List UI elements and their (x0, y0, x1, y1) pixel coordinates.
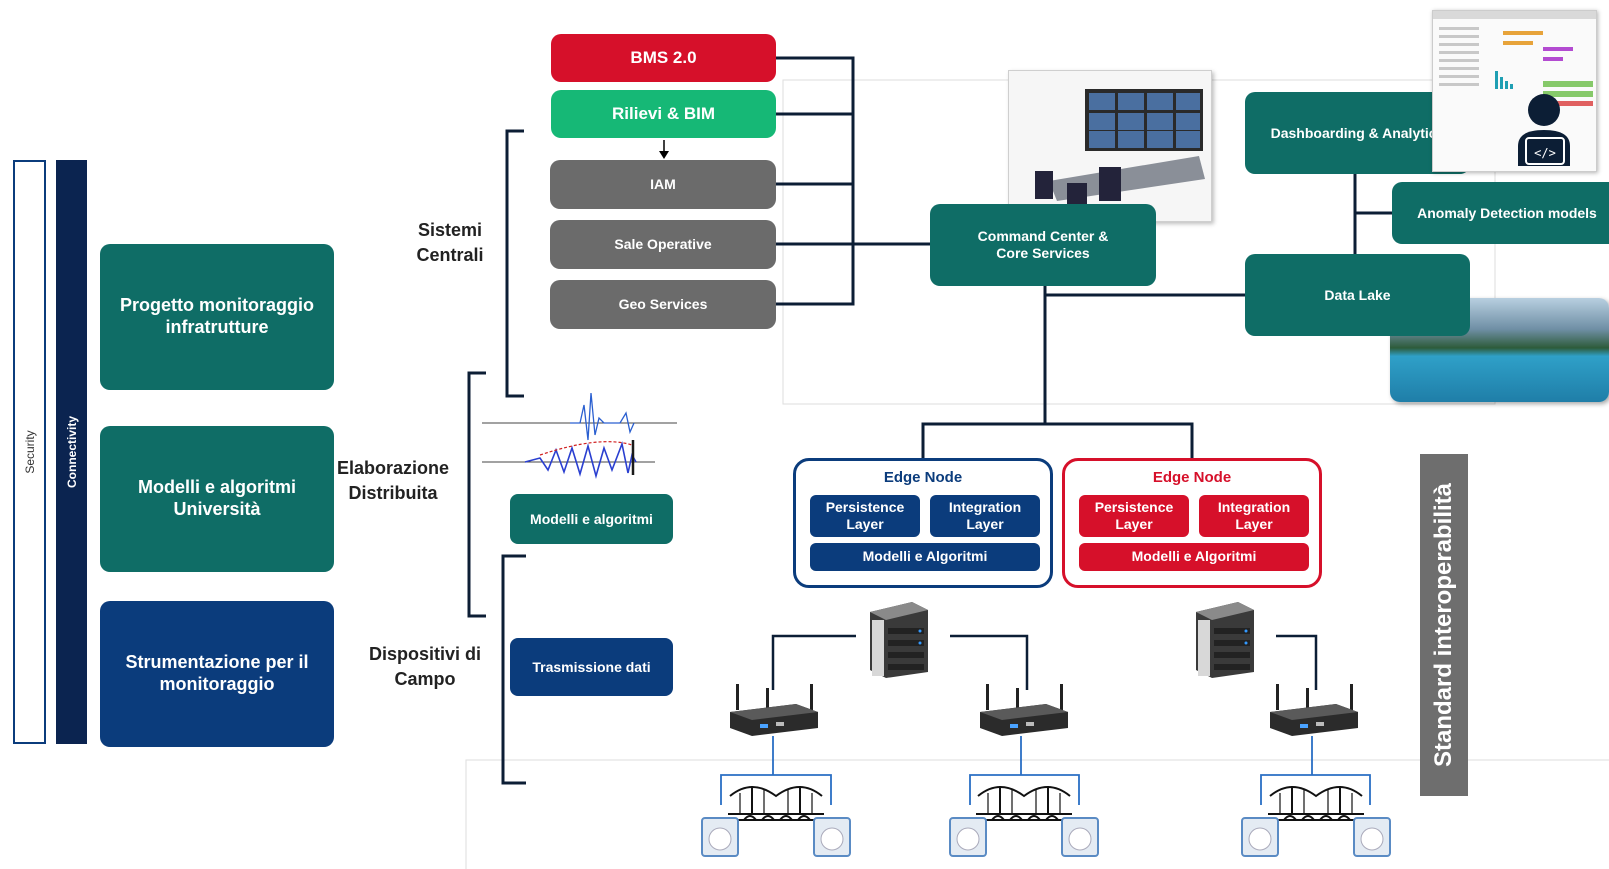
control-room-illustration (1035, 89, 1205, 213)
dashboard-screenshot-illustration (1433, 11, 1596, 106)
left-block-strumentazione[interactable]: Strumentazione per il monitoraggio (100, 601, 334, 747)
sensor-icon (1241, 817, 1279, 857)
sensor-icon (701, 817, 739, 857)
developer-icon-svg: </> (1518, 94, 1570, 166)
rilievi-label: Rilievi & BIM (612, 103, 715, 123)
bridge-sensor-group (1240, 776, 1392, 858)
iam-label: IAM (650, 176, 676, 193)
standard-interoperabilita-bar: Standard interoperabilità (1420, 454, 1468, 796)
trasmissione-dati-box[interactable]: Trasmissione dati (510, 638, 673, 696)
sensor-icon (949, 817, 987, 857)
edge-node-blue-models: Modelli e Algoritmi (810, 543, 1040, 571)
sensor-icon (1061, 817, 1099, 857)
data-lake-label: Data Lake (1324, 286, 1391, 303)
command-center-label: Command Center & Core Services (977, 228, 1109, 261)
rilievi-box[interactable]: Rilievi & BIM (551, 90, 776, 138)
iam-box[interactable]: IAM (550, 160, 776, 209)
anomaly-detection-box[interactable]: Anomaly Detection models (1392, 182, 1609, 244)
edge-node-red-persistence: Persistence Layer (1079, 495, 1189, 537)
bridge-sensor-svg (701, 786, 851, 857)
connectivity-bar: Connectivity (56, 160, 87, 744)
data-lake-box[interactable]: Data Lake (1245, 254, 1470, 336)
edge-node-blue[interactable]: Edge Node Persistence Layer Integration … (793, 458, 1053, 588)
developer-icon: </> (1510, 92, 1588, 170)
bridge-sensor-group (700, 776, 852, 858)
left-block-modelli-label: Modelli e algoritmi Università (137, 477, 297, 519)
server-icon-svg (870, 602, 928, 678)
section-label-field: Dispositivi di Campo (368, 644, 482, 690)
router-icon-svg (1270, 684, 1358, 736)
router-icon-svg (980, 684, 1068, 736)
anomaly-detection-label: Anomaly Detection models (1417, 204, 1597, 221)
edge-node-red-models: Modelli e Algoritmi (1079, 543, 1309, 571)
control-room-image (1008, 70, 1212, 222)
edge-node-red-integration: Integration Layer (1199, 495, 1309, 537)
modelli-algoritmi-box[interactable]: Modelli e algoritmi (510, 494, 673, 544)
router-icon (976, 682, 1072, 738)
geo-services-label: Geo Services (618, 296, 708, 313)
bridge-icon (728, 786, 824, 821)
section-label-distributed: Elaborazione Distribuita (336, 458, 450, 504)
edge-node-red-title: Edge Node (1152, 469, 1232, 486)
bridge-sensor-svg (949, 786, 1099, 857)
bms-box[interactable]: BMS 2.0 (551, 34, 776, 82)
router-icon (726, 682, 822, 738)
connectivity-label: Connectivity (64, 415, 79, 489)
security-label: Security (22, 430, 37, 474)
server-icon (1188, 598, 1260, 680)
edge-node-red[interactable]: Edge Node Persistence Layer Integration … (1062, 458, 1322, 588)
section-label-central: Sistemi Centrali (416, 220, 484, 266)
command-center-box[interactable]: Command Center & Core Services (930, 204, 1156, 286)
sensor-icon (1353, 817, 1391, 857)
edge-node-blue-title: Edge Node (883, 469, 963, 486)
svg-text:</>: </> (1534, 146, 1556, 160)
left-block-progetto-label: Progetto monitoraggio infratrutture (120, 295, 314, 337)
bridge-icon (976, 786, 1072, 821)
dashboarding-label: Dashboarding & Analytics (1270, 124, 1445, 141)
edge-node-blue-integration: Integration Layer (930, 495, 1040, 537)
left-block-progetto[interactable]: Progetto monitoraggio infratrutture (100, 244, 334, 390)
trasmissione-dati-label: Trasmissione dati (532, 658, 651, 675)
server-icon-svg (1196, 602, 1254, 678)
bridge-sensor-svg (1241, 786, 1391, 857)
edge-node-blue-persistence: Persistence Layer (810, 495, 920, 537)
bridge-icon (1268, 786, 1364, 821)
bridge-sensor-group (948, 776, 1100, 858)
server-icon (862, 598, 934, 680)
left-block-strumentazione-label: Strumentazione per il monitoraggio (125, 652, 309, 694)
left-block-modelli[interactable]: Modelli e algoritmi Università (100, 426, 334, 572)
bms-label: BMS 2.0 (630, 47, 697, 67)
modelli-algoritmi-label: Modelli e algoritmi (530, 510, 653, 527)
router-icon-svg (730, 684, 818, 736)
security-bar: Security (13, 160, 46, 744)
sensor-icon (813, 817, 851, 857)
router-icon (1266, 682, 1362, 738)
standard-interoperabilita-label: Standard interoperabilità (1430, 482, 1457, 768)
sale-operative-label: Sale Operative (614, 236, 712, 253)
sale-operative-box[interactable]: Sale Operative (550, 220, 776, 269)
geo-services-box[interactable]: Geo Services (550, 280, 776, 329)
